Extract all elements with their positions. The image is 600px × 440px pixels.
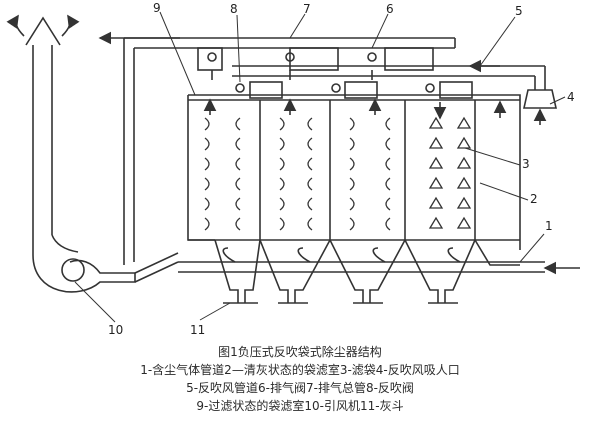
exhaust-stack bbox=[6, 14, 80, 255]
callout-10: 10 bbox=[108, 323, 123, 337]
exhaust-valve-boxes bbox=[197, 47, 434, 80]
callout-leaders bbox=[74, 11, 566, 323]
reverse-valve-boxes bbox=[235, 81, 473, 99]
induced-draft-fan bbox=[32, 234, 179, 293]
callout-9: 9 bbox=[153, 1, 161, 15]
caption-line-1: 1-含尘气体管道2—清灰状态的袋滤室3-滤袋4-反吹风吸人口 bbox=[140, 363, 460, 377]
callout-4: 4 bbox=[567, 90, 575, 104]
dust-collector-diagram: 1 2 3 4 5 6 7 8 9 10 11 bbox=[6, 1, 580, 337]
dusty-gas-inlet-duct bbox=[178, 247, 545, 273]
callout-6: 6 bbox=[386, 2, 394, 16]
callout-1: 1 bbox=[545, 219, 553, 233]
caption-title: 图1负压式反吹袋式除尘器结构 bbox=[218, 345, 382, 359]
callout-7: 7 bbox=[303, 2, 311, 16]
callout-numbers: 1 2 3 4 5 6 7 8 9 10 11 bbox=[108, 1, 575, 337]
collector-housing bbox=[187, 94, 521, 250]
filter-bags bbox=[204, 116, 472, 231]
reverse-air-duct bbox=[232, 59, 557, 125]
exhaust-main-duct bbox=[98, 31, 456, 265]
callout-11: 11 bbox=[190, 323, 205, 337]
callout-3: 3 bbox=[522, 157, 530, 171]
caption-line-2: 5-反吹风管道6-排气阀7-排气总管8-反吹阀 bbox=[186, 381, 414, 395]
caption-line-3: 9-过滤状态的袋滤室10-引风机11-灰斗 bbox=[196, 399, 404, 413]
callout-8: 8 bbox=[230, 2, 238, 16]
ash-hoppers bbox=[214, 239, 520, 304]
flow-arrows bbox=[203, 98, 580, 275]
callout-2: 2 bbox=[530, 192, 538, 206]
callout-5: 5 bbox=[515, 4, 523, 18]
figure-caption: 图1负压式反吹袋式除尘器结构 1-含尘气体管道2—清灰状态的袋滤室3-滤袋4-反… bbox=[0, 343, 600, 415]
